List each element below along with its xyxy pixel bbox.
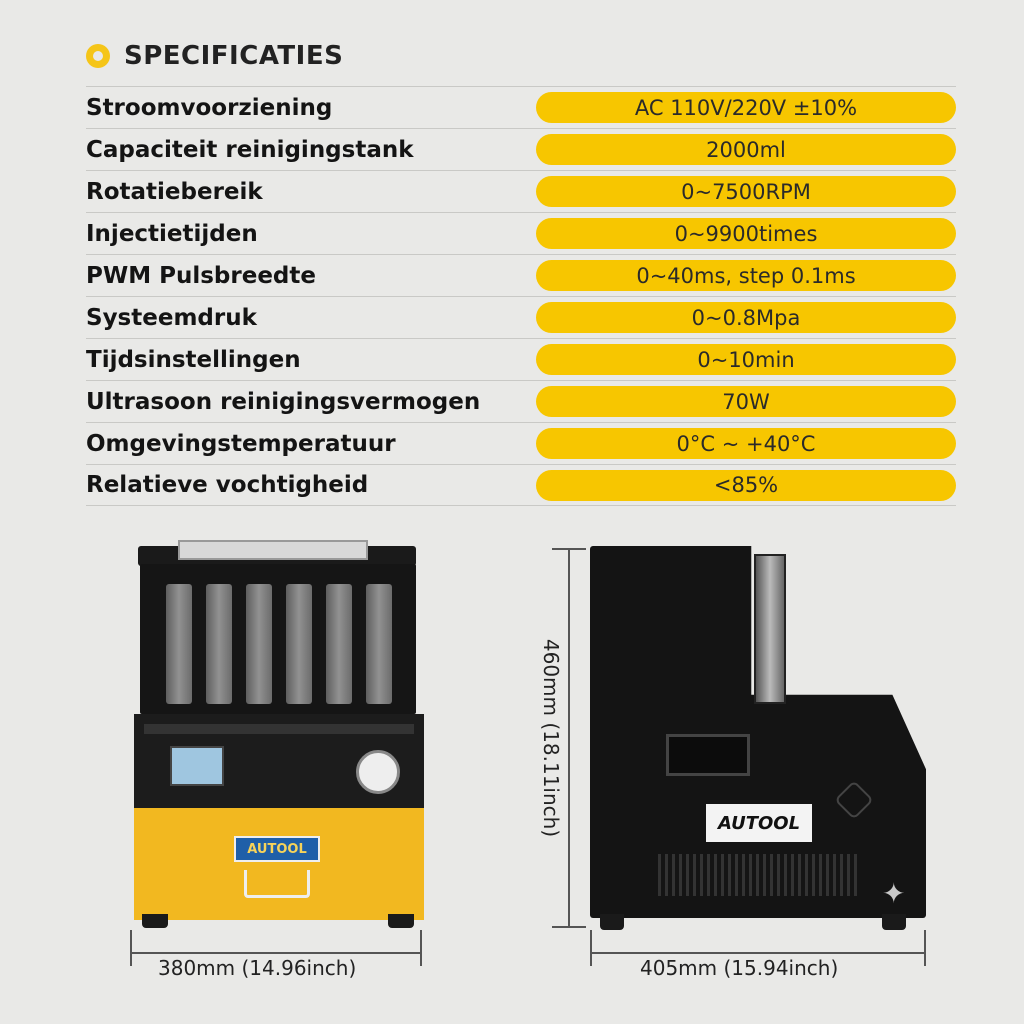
dimension-tick: [420, 930, 422, 966]
spec-value: 0~9900times: [536, 218, 956, 249]
page-title: SPECIFICATIES: [124, 41, 344, 71]
spec-label: Capaciteit reinigingstank: [86, 136, 414, 163]
spec-label: Relatieve vochtigheid: [86, 472, 369, 498]
pressure-gauge-icon: [356, 750, 400, 794]
side-window: [666, 734, 750, 776]
spec-value: 0~7500RPM: [536, 176, 956, 207]
spec-label: Systeemdruk: [86, 304, 257, 331]
spec-label: PWM Pulsbreedte: [86, 262, 316, 289]
spec-value: 0~40ms, step 0.1ms: [536, 260, 956, 291]
dimension-tick: [552, 926, 586, 928]
bullet-circle-icon: [86, 44, 110, 68]
spec-row: Tijdsinstellingen 0~10min: [86, 338, 956, 380]
vent-grille: [658, 854, 858, 896]
spec-value: 0~10min: [536, 344, 956, 375]
injector-chamber: [140, 564, 416, 714]
spec-value: <85%: [536, 469, 956, 501]
measuring-tube: [166, 584, 192, 704]
measuring-tube: [286, 584, 312, 704]
spec-value: 0~0.8Mpa: [536, 302, 956, 333]
width-dimension-line: [130, 952, 422, 954]
sparkle-icon: ✦: [882, 877, 906, 910]
brand-logo: AUTOOL: [234, 836, 320, 862]
spec-label: Injectietijden: [86, 220, 258, 247]
spec-value: 70W: [536, 386, 956, 417]
spec-header: SPECIFICATIES: [86, 38, 343, 74]
measuring-tube: [366, 584, 392, 704]
control-panel: [134, 714, 424, 808]
spec-value: 0°C ~ +40°C: [536, 428, 956, 459]
side-brand-logo: AUTOOL: [706, 804, 812, 842]
spec-row: Capaciteit reinigingstank 2000ml: [86, 128, 956, 170]
spec-row: PWM Pulsbreedte 0~40ms, step 0.1ms: [86, 254, 956, 296]
spec-label: Omgevingstemperatuur: [86, 430, 396, 457]
spec-row: Injectietijden 0~9900times: [86, 212, 956, 254]
spec-row: Relatieve vochtigheid <85%: [86, 464, 956, 506]
spec-row: Omgevingstemperatuur 0°C ~ +40°C: [86, 422, 956, 464]
side-depth-label: 405mm (15.94inch): [640, 956, 839, 980]
drawer-handle-icon: [244, 870, 310, 898]
front-width-label: 380mm (14.96inch): [158, 956, 357, 980]
spec-label: Stroomvoorziening: [86, 94, 333, 121]
machine-foot: [388, 914, 414, 928]
dimension-tick: [924, 930, 926, 966]
spec-row: Systeemdruk 0~0.8Mpa: [86, 296, 956, 338]
side-view-machine: AUTOOL: [590, 546, 930, 930]
spec-value: AC 110V/220V ±10%: [536, 92, 956, 123]
measuring-tube: [326, 584, 352, 704]
height-dimension-line: [568, 548, 570, 928]
machine-foot: [142, 914, 168, 928]
cleaning-tank-tray: [178, 540, 368, 560]
spec-label: Tijdsinstellingen: [86, 346, 301, 373]
depth-dimension-line: [590, 952, 926, 954]
machine-foot: [600, 914, 624, 930]
dimension-tick: [590, 930, 592, 966]
spec-row: Rotatiebereik 0~7500RPM: [86, 170, 956, 212]
dimension-tick: [130, 930, 132, 966]
front-view-machine: AUTOOL: [134, 540, 424, 930]
panel-title-strip: [144, 724, 414, 734]
measuring-tube: [246, 584, 272, 704]
spec-label: Ultrasoon reinigingsvermogen: [86, 388, 481, 415]
side-height-label: 460mm (18.11inch): [539, 638, 564, 838]
measuring-tube: [206, 584, 232, 704]
spec-row: Ultrasoon reinigingsvermogen 70W: [86, 380, 956, 422]
lcd-screen: [170, 746, 224, 786]
machine-body: AUTOOL: [134, 808, 424, 920]
test-column: [754, 554, 786, 704]
spec-row: Stroomvoorziening AC 110V/220V ±10%: [86, 86, 956, 128]
dimension-tick: [552, 548, 586, 550]
spec-value: 2000ml: [536, 134, 956, 165]
spec-table: Stroomvoorziening AC 110V/220V ±10% Capac…: [86, 86, 956, 506]
machine-foot: [882, 914, 906, 930]
spec-label: Rotatiebereik: [86, 178, 263, 205]
